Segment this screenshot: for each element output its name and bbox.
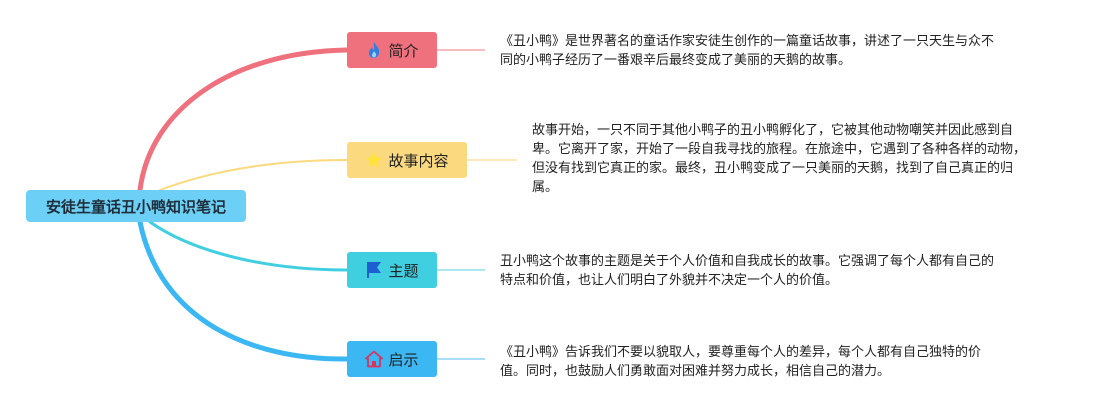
topic-story[interactable]: 故事内容 <box>347 142 467 178</box>
topic-insight-label: 启示 <box>388 350 419 369</box>
root-node[interactable]: 安徒生童话丑小鸭知识笔记 <box>26 190 246 222</box>
topic-intro-text: 《丑小鸭》是世界著名的童话作家安徒生创作的一篇童话故事，讲述了一只天生与众不同的… <box>500 34 995 68</box>
branch-theme <box>148 220 349 272</box>
topic-intro[interactable]: 简介 <box>347 32 437 68</box>
topic-story-label: 故事内容 <box>388 151 449 170</box>
branch-insight <box>137 219 350 362</box>
root-title: 安徒生童话丑小鸭知识笔记 <box>45 197 226 216</box>
topic-intro-label: 简介 <box>388 41 419 60</box>
home-icon <box>365 350 384 368</box>
topic-theme-text: 丑小鸭这个故事的主题是关于个人价值和自我成长的故事。它强调了每个人都有自己的特点… <box>500 254 995 288</box>
flag-icon <box>365 261 383 279</box>
topic-theme[interactable]: 主题 <box>347 252 437 288</box>
branch-story <box>159 159 348 191</box>
branch-intro <box>137 47 350 193</box>
fire-icon <box>365 41 383 59</box>
star-icon <box>365 151 383 169</box>
topic-theme-label: 主题 <box>388 261 419 280</box>
topic-insight-text: 《丑小鸭》告诉我们不要以貌取人，要尊重每个人的差异，每个人都有自己独特的价值。同… <box>500 345 982 379</box>
topic-insight[interactable]: 启示 <box>347 341 437 377</box>
topic-story-text: 故事开始，一只不同于其他小鸭子的丑小鸭孵化了，它被其他动物嘲笑并因此感到自卑。它… <box>532 123 1027 195</box>
